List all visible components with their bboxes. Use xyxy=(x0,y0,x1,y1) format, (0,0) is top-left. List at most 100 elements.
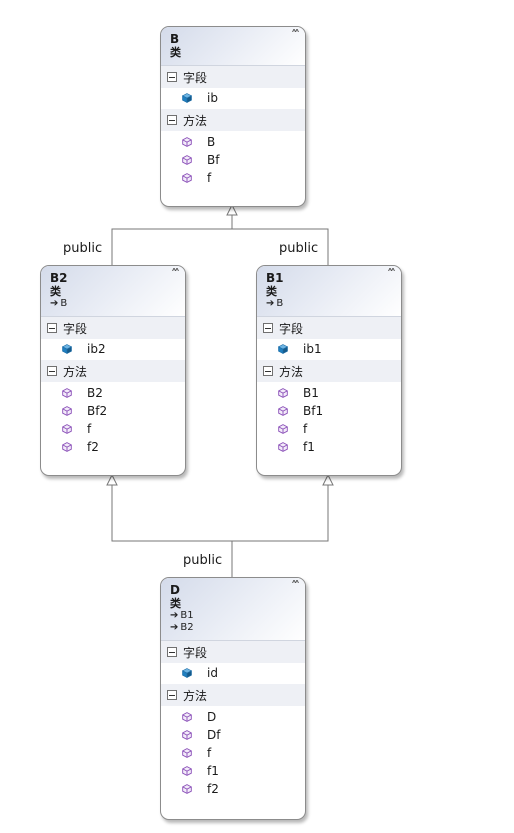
generalization-arrowhead-b2 xyxy=(106,473,118,486)
method-cube-icon xyxy=(182,766,192,776)
method-name: B1 xyxy=(303,386,319,400)
class-name: B xyxy=(170,32,180,46)
method-cube-icon xyxy=(278,406,288,416)
method-name: B xyxy=(207,135,216,149)
double-chevron-up-icon[interactable]: ˄˄ xyxy=(171,267,180,281)
base-class-row: ➔B2 xyxy=(170,622,295,634)
methods-section-label: 方法 xyxy=(63,364,88,379)
method-cube-icon xyxy=(182,137,192,147)
method-cube-icon xyxy=(62,388,72,398)
fields-list: id xyxy=(161,663,305,684)
fields-section-label: 字段 xyxy=(183,645,208,660)
class-kind: 类 xyxy=(50,285,61,298)
collapse-toggle-icon[interactable] xyxy=(167,72,177,82)
methods-section-header[interactable]: 方法 xyxy=(161,109,305,131)
base-class-row: ➔B xyxy=(266,298,391,310)
class-kind: 类 xyxy=(170,597,181,610)
base-class-row: ➔B xyxy=(50,298,175,310)
collapse-toggle-icon[interactable] xyxy=(47,366,57,376)
method-cube-icon xyxy=(278,424,288,434)
method-item[interactable]: B1 xyxy=(257,384,401,402)
field-cube-icon xyxy=(182,93,192,103)
double-chevron-up-icon[interactable]: ˄˄ xyxy=(291,28,300,42)
edge-label-b1-b: public xyxy=(279,241,319,256)
method-name: B2 xyxy=(87,386,103,400)
fields-section-header[interactable]: 字段 xyxy=(257,317,401,339)
collapse-toggle-icon[interactable] xyxy=(263,323,273,333)
method-name: Bf1 xyxy=(303,404,324,418)
method-item[interactable]: Bf2 xyxy=(41,402,185,420)
method-item[interactable]: f1 xyxy=(161,762,305,780)
method-name: f2 xyxy=(87,440,99,454)
method-cube-icon xyxy=(182,155,192,165)
connector-d-to-b1 xyxy=(232,485,329,542)
field-name: ib1 xyxy=(303,342,322,356)
base-class-name: B1 xyxy=(180,610,194,621)
collapse-toggle-icon[interactable] xyxy=(167,647,177,657)
collapse-toggle-icon[interactable] xyxy=(167,690,177,700)
method-name: Bf2 xyxy=(87,404,108,418)
inherit-arrow-icon: ➔ xyxy=(50,298,59,309)
method-item[interactable]: Bf1 xyxy=(257,402,401,420)
field-item[interactable]: id xyxy=(161,664,305,682)
double-chevron-up-icon[interactable]: ˄˄ xyxy=(291,579,300,593)
method-name: f1 xyxy=(303,440,315,454)
method-item[interactable]: D xyxy=(161,708,305,726)
base-class-name: B xyxy=(276,298,284,309)
method-item[interactable]: f2 xyxy=(161,780,305,798)
field-item[interactable]: ib1 xyxy=(257,340,401,358)
collapse-toggle-icon[interactable] xyxy=(263,366,273,376)
method-name: f2 xyxy=(207,782,219,796)
inherit-arrow-icon: ➔ xyxy=(266,298,275,309)
method-item[interactable]: f xyxy=(257,420,401,438)
method-item[interactable]: f xyxy=(161,169,305,187)
class-name: B1 xyxy=(266,271,284,285)
method-item[interactable]: f2 xyxy=(41,438,185,456)
double-chevron-up-icon[interactable]: ˄˄ xyxy=(387,267,396,281)
field-item[interactable]: ib2 xyxy=(41,340,185,358)
method-item[interactable]: B2 xyxy=(41,384,185,402)
method-cube-icon xyxy=(182,730,192,740)
field-name: ib xyxy=(207,91,218,105)
collapse-toggle-icon[interactable] xyxy=(47,323,57,333)
method-item[interactable]: Bf xyxy=(161,151,305,169)
method-item[interactable]: Df xyxy=(161,726,305,744)
method-item[interactable]: f xyxy=(161,744,305,762)
field-item[interactable]: ib xyxy=(161,89,305,107)
method-item[interactable]: f xyxy=(41,420,185,438)
fields-section-header[interactable]: 字段 xyxy=(161,641,305,663)
method-cube-icon xyxy=(182,784,192,794)
methods-section-header[interactable]: 方法 xyxy=(161,684,305,706)
method-cube-icon xyxy=(62,406,72,416)
generalization-arrowhead-b1 xyxy=(322,473,334,486)
method-cube-icon xyxy=(182,748,192,758)
method-name: Df xyxy=(207,728,221,742)
fields-section-header[interactable]: 字段 xyxy=(161,66,305,88)
method-name: f xyxy=(303,422,308,436)
field-cube-icon xyxy=(62,344,72,354)
method-item[interactable]: B xyxy=(161,133,305,151)
method-cube-icon xyxy=(62,442,72,452)
field-name: id xyxy=(207,666,218,680)
methods-section-header[interactable]: 方法 xyxy=(41,360,185,382)
method-item[interactable]: f1 xyxy=(257,438,401,456)
fields-list: ib1 xyxy=(257,339,401,360)
methods-section-header[interactable]: 方法 xyxy=(257,360,401,382)
collapse-toggle-icon[interactable] xyxy=(167,115,177,125)
fields-section-label: 字段 xyxy=(279,321,304,336)
connector-b2-to-b xyxy=(111,215,233,265)
fields-list: ib2 xyxy=(41,339,185,360)
method-cube-icon xyxy=(278,442,288,452)
fields-section-header[interactable]: 字段 xyxy=(41,317,185,339)
